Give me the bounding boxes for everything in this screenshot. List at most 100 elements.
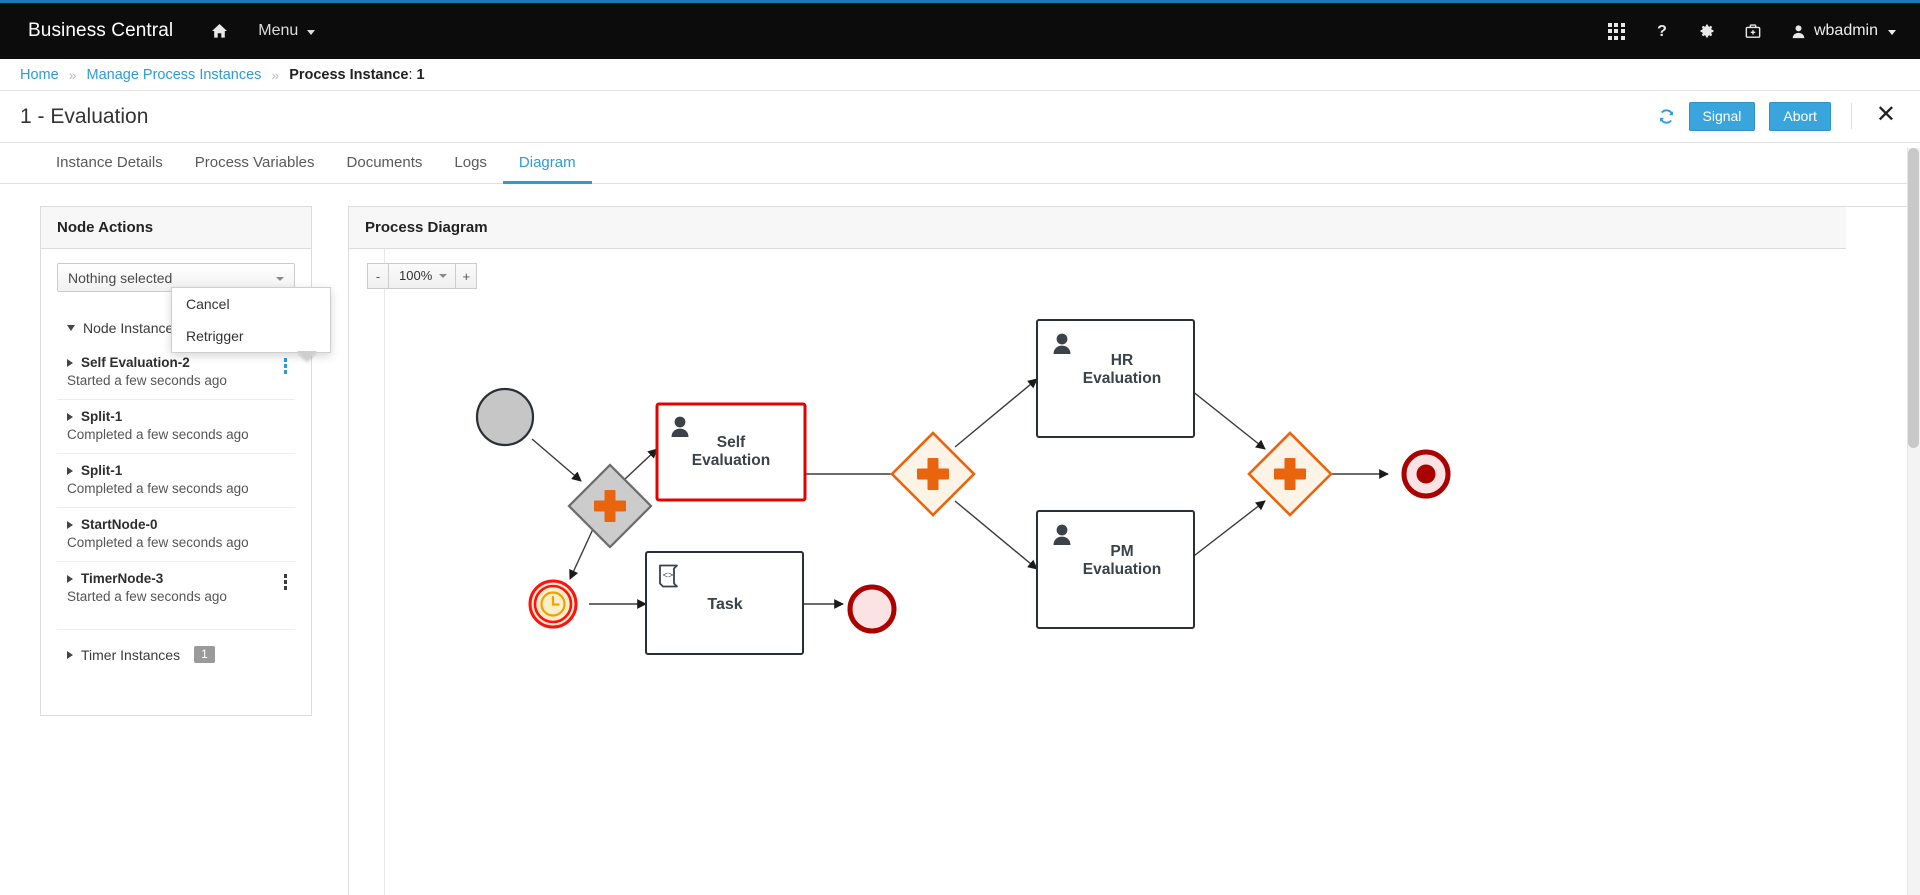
list-item[interactable]: Self Evaluation-2 Started a few seconds … [57,346,295,400]
user-task-icon [1053,524,1071,545]
node-item-header: Split-1 [67,463,269,478]
zoom-level-select[interactable]: 100% [389,263,456,289]
node-item-header: TimerNode-3 [67,571,269,586]
node-context-menu: Cancel Retrigger [171,287,331,361]
node-script-task[interactable]: <> Task [645,551,804,655]
accordion-node-instances-label: Node Instances [83,320,181,336]
script-task-icon: <> [659,564,678,588]
list-item[interactable]: Split-1 Completed a few seconds ago [57,400,295,454]
breadcrumb-separator: » [271,66,280,83]
user-task-icon [1053,333,1071,354]
node-user-task-pm-evaluation[interactable]: PM Evaluation [1036,510,1195,629]
chevron-right-icon[interactable] [67,466,73,475]
chevron-right-icon[interactable] [67,358,73,367]
node-timer-event[interactable] [528,579,578,629]
page-scrollbar[interactable] [1907,148,1920,895]
chevron-right-icon[interactable] [67,412,73,421]
signal-button[interactable]: Signal [1688,101,1756,132]
accordion-timer-instances-label: Timer Instances [81,646,181,663]
user-avatar-icon [1792,24,1805,38]
node-item-kebab-menu-icon[interactable] [280,356,292,376]
node-parallel-gateway-split-2[interactable] [890,431,976,517]
home-icon[interactable] [211,23,228,39]
tab-bar: Instance Details Process Variables Docum… [0,143,1920,184]
action-divider [1850,103,1852,130]
list-item[interactable]: TimerNode-3 Started a few seconds ago [57,562,295,615]
node-selection-value: Nothing selected [68,269,173,286]
chevron-right-icon[interactable] [67,520,73,529]
svg-text:?: ? [1657,23,1667,40]
apps-grid-icon[interactable] [1607,22,1625,40]
node-item-status: Started a few seconds ago [67,373,227,388]
node-item-name: Self Evaluation-2 [81,355,190,370]
node-label: Self [717,434,746,451]
node-item-header: Self Evaluation-2 [67,355,269,370]
node-actions-title: Node Actions [41,207,311,249]
user-name: wbadmin [1813,22,1878,39]
node-instances-list: Self Evaluation-2 Started a few seconds … [57,346,295,615]
node-terminate-end-event[interactable] [1401,449,1451,499]
user-task-icon [671,416,689,437]
node-item-status: Completed a few seconds ago [67,481,249,496]
process-diagram-title: Process Diagram [349,207,1846,249]
tab-diagram[interactable]: Diagram [502,143,592,184]
breadcrumb-item-manage-process-instances[interactable]: Manage Process Instances [86,66,262,83]
node-item-name: Split-1 [81,463,123,478]
node-end-event-task[interactable] [847,584,897,634]
chevron-down-icon [276,272,284,284]
close-icon[interactable]: ✕ [1875,100,1896,128]
user-menu[interactable]: wbadmin [1791,22,1896,40]
breadcrumb-separator: » [68,66,77,83]
breadcrumb-item-current: Process Instance: 1 [289,66,425,83]
node-start-event[interactable] [475,387,535,447]
tab-instance-details[interactable]: Instance Details [56,153,163,171]
toolbox-icon[interactable] [1745,23,1761,39]
tab-process-variables[interactable]: Process Variables [194,153,315,171]
menu-label: Menu [258,22,299,39]
tab-logs[interactable]: Logs [454,153,487,171]
chevron-down-icon [439,273,448,278]
chevron-right-icon [67,650,73,659]
help-question-icon[interactable]: ? [1655,22,1669,40]
gear-icon[interactable] [1699,23,1715,39]
zoom-level-value: 100% [399,268,433,283]
page-title: 1 - Evaluation [20,104,149,128]
chevron-down-icon [1888,29,1896,35]
breadcrumb: Home » Manage Process Instances » Proces… [0,59,1920,91]
accordion-node-instances[interactable]: Node Instances [57,310,295,344]
node-label: PM [1110,543,1133,560]
tab-documents[interactable]: Documents [346,153,423,171]
process-diagram-panel: Process Diagram - 100% + [348,206,1920,895]
node-user-task-hr-evaluation[interactable]: HR Evaluation [1036,319,1195,438]
node-item-header: Split-1 [67,409,269,424]
node-label: HR [1111,352,1133,369]
context-menu-item-cancel[interactable]: Cancel [186,296,230,312]
breadcrumb-current-value: 1 [416,66,425,83]
list-item[interactable]: StartNode-0 Completed a few seconds ago [57,508,295,562]
diagram-canvas[interactable]: Self Evaluation <> Tas [384,249,1920,895]
page-scrollbar-thumb[interactable] [1908,148,1919,448]
chevron-down-icon [307,29,316,35]
app-brand[interactable]: Business Central [28,20,174,41]
node-parallel-gateway-split-1[interactable] [567,463,653,549]
zoom-out-button[interactable]: - [367,263,389,289]
timer-instances-badge: 1 [194,646,215,663]
node-parallel-gateway-join[interactable] [1247,431,1333,517]
main-content: Node Actions Nothing selected Cancel Ret… [0,184,1920,895]
abort-button[interactable]: Abort [1769,101,1831,132]
list-item[interactable]: Split-1 Completed a few seconds ago [57,454,295,508]
breadcrumb-item-home[interactable]: Home [20,66,59,83]
node-label: Task [707,596,742,613]
node-label: Evaluation [1083,370,1161,387]
zoom-in-button[interactable]: + [455,263,478,289]
chevron-right-icon[interactable] [67,574,73,583]
menu-dropdown[interactable]: Menu [258,22,316,40]
svg-text:<>: <> [663,570,674,580]
node-item-kebab-menu-icon[interactable] [280,572,292,592]
refresh-icon[interactable] [1658,108,1675,125]
context-menu-item-retrigger[interactable]: Retrigger [186,328,244,344]
context-menu-arrow [297,351,317,361]
chevron-down-icon [67,325,75,331]
node-user-task-self-evaluation[interactable]: Self Evaluation [655,402,807,502]
accordion-timer-instances[interactable]: Timer Instances 1 [57,629,295,671]
